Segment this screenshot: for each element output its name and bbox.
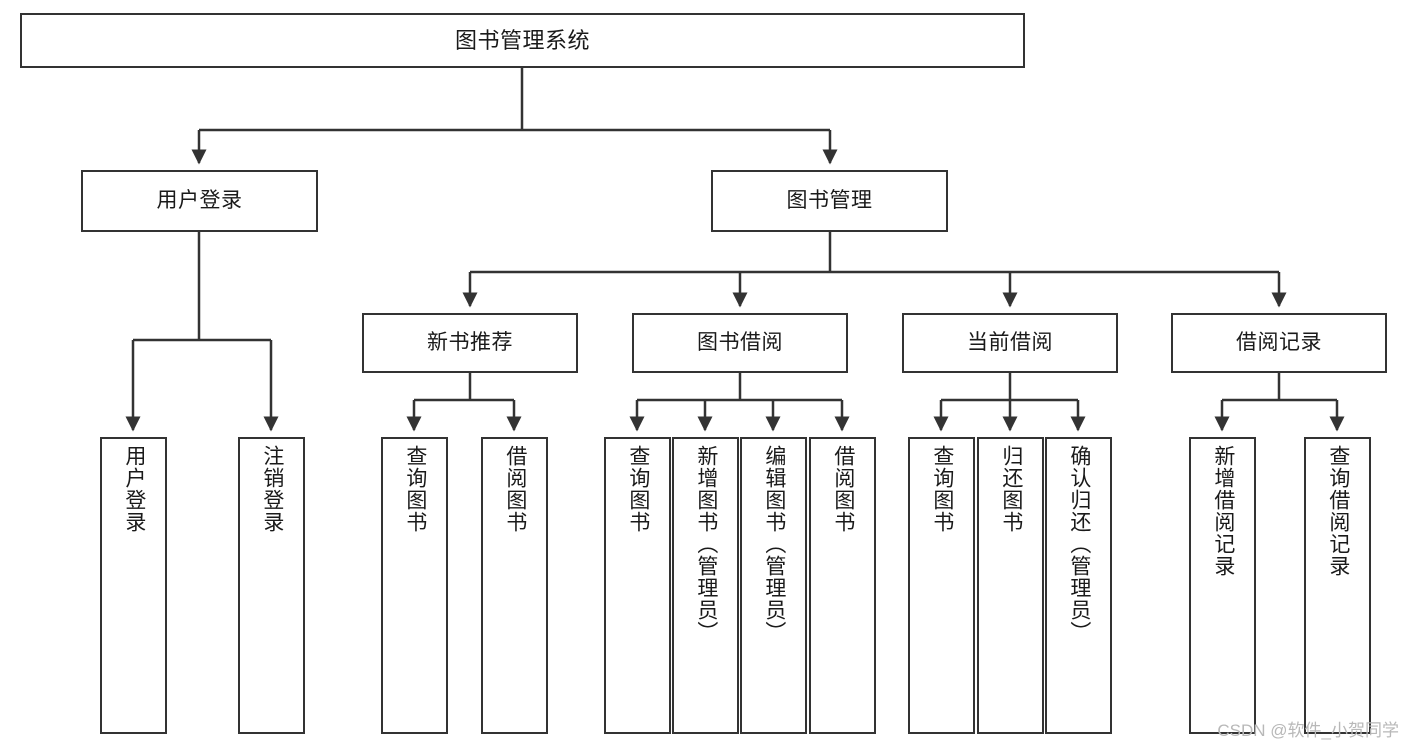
node-leaf-user-login[interactable]: 用户登录 [100, 437, 167, 734]
node-leaf-borrow-book-1[interactable]: 借阅图书 [481, 437, 548, 734]
node-label: 借阅记录 [1236, 330, 1322, 354]
node-book-borrow[interactable]: 图书借阅 [632, 313, 848, 373]
node-label: 用户登录 [156, 188, 243, 212]
watermark-text: CSDN @软件_小贺同学 [1217, 721, 1399, 740]
node-label: 查询借阅记录 [1326, 445, 1350, 577]
node-leaf-add-record[interactable]: 新增借阅记录 [1189, 437, 1256, 734]
node-leaf-add-book[interactable]: 新增图书（管理员） [672, 437, 739, 734]
node-label: 编辑图书（管理员） [762, 445, 786, 643]
node-label: 确认归还（管理员） [1067, 445, 1091, 643]
node-label: 新增借阅记录 [1211, 445, 1235, 577]
node-user-login[interactable]: 用户登录 [81, 170, 318, 232]
node-label: 当前借阅 [967, 330, 1053, 354]
node-label: 借阅图书 [503, 445, 527, 533]
node-current-borrow[interactable]: 当前借阅 [902, 313, 1118, 373]
node-label: 借阅图书 [831, 445, 855, 533]
node-leaf-query-book-3[interactable]: 查询图书 [908, 437, 975, 734]
node-label: 查询图书 [403, 445, 427, 533]
node-leaf-query-book-1[interactable]: 查询图书 [381, 437, 448, 734]
node-book-management[interactable]: 图书管理 [711, 170, 948, 232]
node-leaf-return-book[interactable]: 归还图书 [977, 437, 1044, 734]
node-label: 新书推荐 [427, 330, 513, 354]
node-borrow-record[interactable]: 借阅记录 [1171, 313, 1387, 373]
node-leaf-confirm-return[interactable]: 确认归还（管理员） [1045, 437, 1112, 734]
node-label: 图书借阅 [697, 330, 783, 354]
node-label: 查询图书 [626, 445, 650, 533]
node-label: 图书管理系统 [454, 27, 590, 53]
node-leaf-edit-book[interactable]: 编辑图书（管理员） [740, 437, 807, 734]
node-leaf-query-record[interactable]: 查询借阅记录 [1304, 437, 1371, 734]
node-label: 查询图书 [930, 445, 954, 533]
node-label: 注销登录 [260, 445, 284, 533]
node-label: 图书管理 [786, 188, 873, 212]
node-leaf-borrow-book-2[interactable]: 借阅图书 [809, 437, 876, 734]
node-new-book-recommend[interactable]: 新书推荐 [362, 313, 578, 373]
node-leaf-logout[interactable]: 注销登录 [238, 437, 305, 734]
node-label: 用户登录 [122, 445, 146, 533]
node-label: 新增图书（管理员） [694, 445, 718, 643]
node-root-book-management-system[interactable]: 图书管理系统 [20, 13, 1025, 68]
node-leaf-query-book-2[interactable]: 查询图书 [604, 437, 671, 734]
node-label: 归还图书 [999, 445, 1023, 533]
